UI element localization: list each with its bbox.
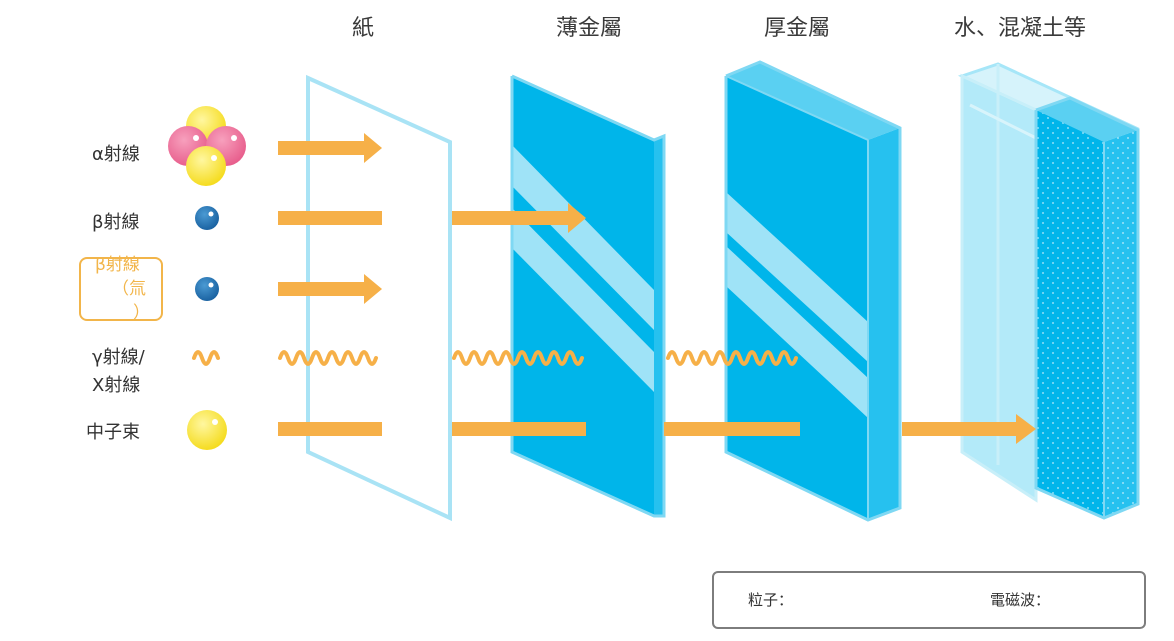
beta-particle-icon — [195, 206, 219, 230]
water-concrete-block — [957, 62, 1141, 520]
row-label-beta-tritium: β射線 （氚 ） — [95, 253, 150, 325]
legend-box — [712, 571, 1146, 629]
beta-tritium-line-1: β射線 — [95, 255, 140, 275]
beta-arrow — [278, 203, 586, 233]
legend-wave-label: 電磁波： — [990, 591, 1051, 609]
header-thin-metal: 薄金屬 — [555, 16, 623, 41]
row-label-beta: β射線 — [92, 212, 140, 233]
row-label-gamma-x: γ射線/ X射線 — [92, 344, 145, 400]
row-label-neutron: 中子束 — [86, 422, 140, 443]
neutron-particle-icon — [187, 410, 227, 450]
beta-tritium-line-2: （氚 — [112, 279, 146, 299]
rays — [278, 133, 1036, 444]
beta-tritium-line-3: ） — [133, 303, 150, 323]
legend-particle-label: 粒子： — [748, 591, 794, 609]
gamma-line-1: γ射線/ — [92, 347, 145, 368]
thin-metal-panel — [510, 74, 666, 518]
gamma-line-2: X射線 — [92, 375, 141, 396]
row-label-alpha: α射線 — [92, 144, 140, 165]
alpha-particle-icon — [168, 106, 246, 186]
beta-tritium-arrow — [278, 274, 382, 304]
thick-metal-panel — [724, 60, 902, 522]
neutron-arrow — [278, 414, 1036, 444]
header-thick-metal: 厚金屬 — [763, 16, 831, 41]
header-water-concrete: 水、混凝土等 — [953, 16, 1087, 41]
beta-tritium-highlight-box — [79, 257, 163, 321]
beta-tritium-particle-icon — [195, 277, 219, 301]
alpha-arrow — [278, 133, 382, 163]
gamma-wave-icon — [192, 350, 220, 366]
paper-panel — [306, 74, 452, 522]
gamma-wave — [278, 350, 798, 366]
header-paper: 紙 — [351, 16, 375, 41]
